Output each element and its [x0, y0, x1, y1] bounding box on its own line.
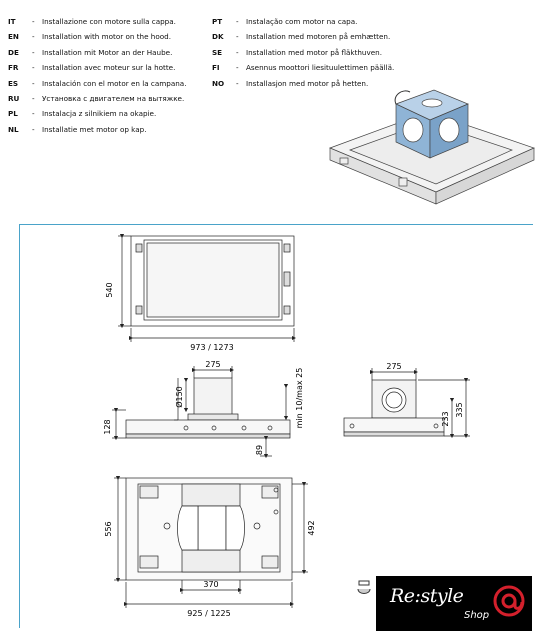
language-code: DK: [212, 32, 224, 42]
language-entry-pl: PL -Instalacja z silnikiem na okapie.: [8, 106, 187, 121]
language-code: PT: [212, 17, 223, 26]
language-code: IT: [8, 17, 16, 26]
language-instruction: Installation med motoren på emhætten.: [246, 32, 391, 42]
language-entry-nl: NL -Installatie met motor op kap.: [8, 122, 187, 137]
dim-bottom-height-outer: 556: [104, 521, 113, 536]
dim-front-height: 128: [103, 419, 112, 434]
language-instruction: Installasjon med motor på hetten.: [246, 78, 369, 88]
dim-side-motor-width: 275: [386, 362, 401, 371]
language-instruction: Установка с двигателем на вытяжке.: [42, 94, 185, 104]
language-instruction: Asennus moottori liesituulettimen päällä…: [246, 63, 395, 73]
isometric-hood-illustration: [329, 89, 535, 205]
dim-side-total-height: 335: [455, 402, 464, 417]
motor-box: [395, 89, 469, 159]
language-entry-se: SE -Installation med motor på fläkthuven.: [212, 45, 394, 60]
language-entry-fi: FI -Asennus moottori liesituulettimen pää…: [212, 60, 394, 75]
language-list-left: IT-Installazione con motore sulla cappa.…: [8, 14, 187, 137]
dim-front-motor-width: 275: [205, 360, 220, 369]
language-entry-de: DE -Installation mit Motor an der Haube.: [8, 45, 187, 60]
language-separator: -: [32, 63, 35, 73]
top-view: [118, 233, 297, 342]
language-separator: -: [32, 32, 35, 42]
dim-front-gap: 89: [255, 445, 264, 455]
language-entry-en: EN -Installation with motor on the hood.: [8, 29, 187, 44]
language-separator: -: [236, 47, 239, 57]
language-separator: -: [236, 32, 239, 42]
dim-min-max: min 10/max 25: [295, 368, 304, 429]
language-entry-dk: DK -Installation med motoren på emhætten.: [212, 29, 394, 44]
language-separator: -: [32, 94, 35, 104]
language-code: NL: [8, 124, 19, 134]
language-entry-ru: RU -Установка с двигателем на вытяжке.: [8, 91, 187, 106]
language-instruction: Instalación con el motor en la campana.: [42, 78, 187, 88]
language-code: SE: [212, 47, 223, 57]
language-instruction: Installazione con motore sulla cappa.: [42, 17, 176, 26]
language-entry-pt: PT -Instalação com motor na capa.: [212, 14, 394, 29]
language-code: PL: [8, 109, 18, 119]
language-separator: -: [32, 17, 35, 26]
language-code: FR: [8, 63, 19, 73]
language-list-right: PT-Instalação com motor na capa.DK-Insta…: [212, 14, 394, 91]
language-instruction: Installation with motor on the hood.: [42, 32, 171, 42]
language-instruction: Installation med motor på fläkthuven.: [246, 47, 383, 57]
language-entry-fr: FR -Installation avec moteur sur la hotte…: [8, 60, 187, 75]
front-view: [112, 366, 291, 459]
language-separator: -: [236, 78, 239, 88]
language-instruction: Instalação com motor na capa.: [246, 17, 358, 26]
language-code: RU: [8, 94, 20, 104]
language-code: ES: [8, 78, 19, 88]
bottom-view: [114, 475, 308, 608]
language-code: EN: [8, 32, 19, 42]
dim-bottom-height-inner: 492: [307, 520, 316, 535]
language-instruction: Instalacja z silnikiem na okapie.: [42, 109, 157, 119]
language-separator: -: [32, 109, 35, 119]
cart-at-icon: [493, 585, 525, 617]
drawing-frame: [19, 224, 533, 628]
logo-sub-text: Shop: [464, 610, 490, 621]
language-entry-es: ES -Instalación con el motor en la campan…: [8, 76, 187, 91]
language-instruction: Installatie met motor op kap.: [42, 124, 147, 134]
dim-top-width: 973 / 1273: [190, 343, 233, 352]
language-entry-no: NO -Installasjon med motor på hetten.: [212, 76, 394, 91]
language-separator: -: [32, 78, 35, 88]
side-view: [343, 368, 470, 439]
language-separator: -: [236, 63, 239, 73]
language-code: FI: [212, 63, 220, 73]
dim-bottom-inner-width: 370: [203, 580, 218, 589]
language-separator: -: [32, 124, 35, 134]
logo-main-text: Re:style: [390, 585, 464, 607]
brand-logo[interactable]: Re:style Shop: [376, 576, 532, 631]
dim-top-height: 540: [105, 282, 114, 297]
language-instruction: Installation mit Motor an der Haube.: [42, 47, 173, 57]
dim-bottom-width: 925 / 1225: [187, 609, 230, 618]
dim-side-inner-height: 233: [441, 411, 450, 426]
language-separator: -: [236, 17, 239, 26]
language-separator: -: [32, 47, 35, 57]
hood-icon: [357, 580, 371, 594]
language-code: NO: [212, 78, 225, 88]
language-code: DE: [8, 47, 19, 57]
language-entry-it: IT -Installazione con motore sulla cappa.: [8, 14, 187, 29]
dim-duct-diameter: Ø150: [174, 386, 184, 408]
language-instruction: Installation avec moteur sur la hotte.: [42, 63, 176, 73]
